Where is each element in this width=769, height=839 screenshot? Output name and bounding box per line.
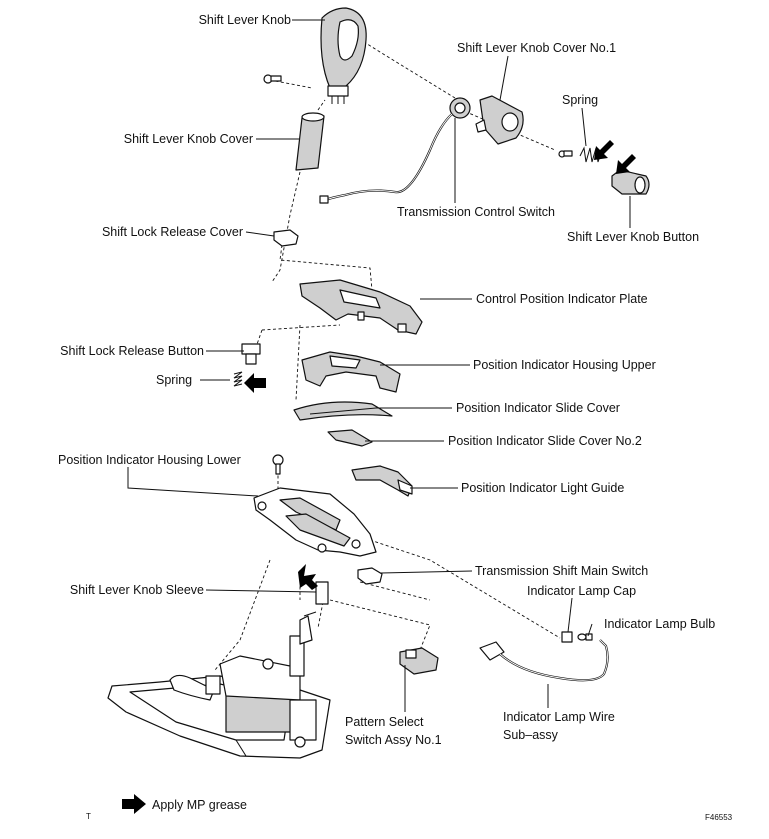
label-shift-lever-knob-sleeve: Shift Lever Knob Sleeve	[70, 583, 204, 597]
shift-lock-release-cover-part	[273, 229, 299, 247]
label-spring-mid: Spring	[156, 373, 192, 387]
label-indicator-lamp-wire-line2: Sub–assy	[503, 728, 559, 742]
transmission-shift-main-switch-part	[357, 567, 383, 585]
label-spring-top: Spring	[562, 93, 598, 107]
transmission-control-switch-part	[319, 97, 471, 204]
label-shift-lever-knob: Shift Lever Knob	[199, 13, 291, 27]
label-shift-lock-release-cover: Shift Lock Release Cover	[102, 225, 243, 239]
label-control-position-indicator-plate: Control Position Indicator Plate	[476, 292, 648, 306]
label-transmission-control-switch: Transmission Control Switch	[397, 205, 555, 219]
label-shift-lever-knob-cover: Shift Lever Knob Cover	[124, 132, 253, 146]
shift-lever-knob-part	[320, 7, 367, 104]
grease-arrow-spring-mid-icon	[244, 373, 266, 393]
legend: Apply MP grease	[122, 794, 247, 814]
shift-lever-knob-sleeve-part	[315, 581, 329, 605]
label-position-indicator-housing-lower: Position Indicator Housing Lower	[58, 453, 241, 467]
indicator-lamp-bulb-part	[577, 633, 593, 641]
shift-lever-base-assembly	[107, 611, 331, 759]
spring-mid-part	[233, 371, 243, 387]
label-indicator-lamp-bulb: Indicator Lamp Bulb	[604, 617, 715, 631]
grease-arrow-knob-button-icon	[616, 154, 636, 174]
label-indicator-lamp-cap: Indicator Lamp Cap	[527, 584, 636, 598]
position-indicator-slide-cover-part	[293, 401, 393, 421]
indicator-lamp-wire-part	[479, 639, 609, 682]
position-indicator-light-guide-part	[351, 465, 413, 497]
shift-lever-knob-cover-no1-part	[475, 95, 524, 145]
position-indicator-housing-upper-part	[301, 351, 401, 393]
legend-grease-text: Apply MP grease	[152, 798, 247, 812]
footer-left-mark: T	[86, 812, 91, 821]
label-position-indicator-light-guide: Position Indicator Light Guide	[461, 481, 624, 495]
label-shift-lever-knob-button: Shift Lever Knob Button	[567, 230, 699, 244]
grease-arrow-sleeve-icon	[298, 564, 318, 590]
pattern-select-switch-part	[399, 647, 439, 675]
indicator-lamp-cap-part	[561, 631, 573, 643]
figure-code: F46553	[705, 813, 733, 822]
position-indicator-housing-lower-part	[253, 487, 377, 557]
control-position-indicator-plate-part	[299, 279, 423, 335]
label-pattern-select-line1: Pattern Select	[345, 715, 424, 729]
part-labels: Shift Lever Knob Shift Lever Knob Cover …	[58, 13, 715, 747]
footer: T F46553	[86, 812, 733, 822]
screw-top-part	[263, 74, 282, 84]
label-shift-lever-knob-cover-no1: Shift Lever Knob Cover No.1	[457, 41, 616, 55]
label-position-indicator-slide-cover-no2: Position Indicator Slide Cover No.2	[448, 434, 642, 448]
black-arrow-icon	[122, 794, 146, 814]
label-transmission-shift-main-switch: Transmission Shift Main Switch	[475, 564, 648, 578]
label-indicator-lamp-wire-line1: Indicator Lamp Wire	[503, 710, 615, 724]
label-shift-lock-release-button: Shift Lock Release Button	[60, 344, 204, 358]
label-position-indicator-slide-cover: Position Indicator Slide Cover	[456, 401, 620, 415]
shift-lever-knob-button-part	[611, 169, 650, 195]
label-position-indicator-housing-upper: Position Indicator Housing Upper	[473, 358, 656, 372]
position-indicator-slide-cover-no2-part	[327, 429, 373, 447]
shift-lever-knob-cover-part	[295, 112, 325, 171]
screw-mid-part	[272, 454, 284, 475]
label-pattern-select-line2: Switch Assy No.1	[345, 733, 442, 747]
leader-lines	[127, 19, 631, 712]
grease-arrows	[244, 140, 636, 590]
spring-top-part	[558, 146, 603, 163]
shift-lock-release-button-part	[241, 343, 261, 365]
grease-arrow-spring-top-icon	[594, 140, 614, 160]
